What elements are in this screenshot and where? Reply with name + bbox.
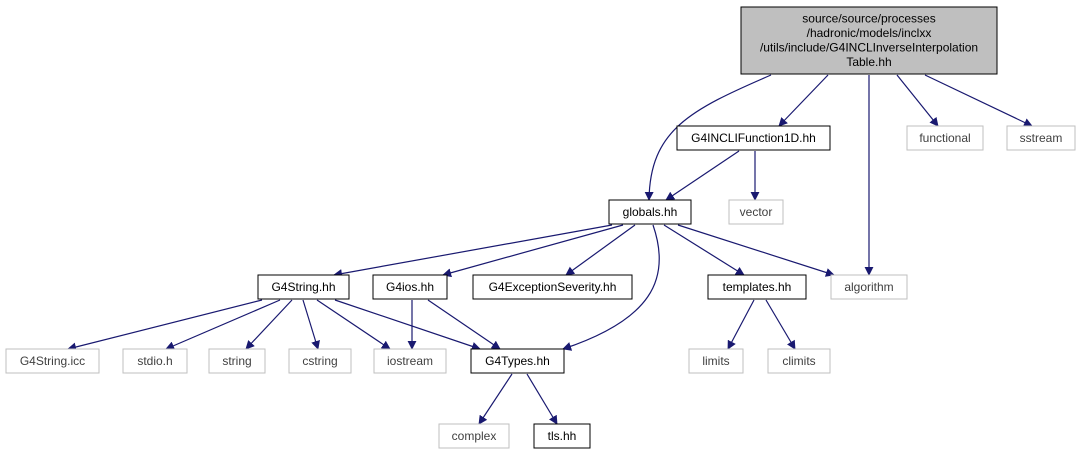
node-label-templates: templates.hh	[723, 280, 792, 294]
node-sstream: sstream	[1006, 125, 1076, 151]
node-box-limits	[688, 348, 744, 374]
node-label-g4stringicc: G4String.icc	[20, 354, 85, 368]
edge-globals-to-g4types	[562, 224, 660, 351]
edge-templates-to-limits	[727, 299, 755, 350]
node-functional: functional	[906, 125, 984, 151]
node-box-function1d	[676, 125, 831, 151]
node-label-g4string: G4String.hh	[271, 280, 335, 294]
node-box-g4types	[470, 348, 565, 374]
node-label-root: /hadronic/models/inclxx	[807, 26, 932, 40]
node-label-cstring: cstring	[302, 354, 337, 368]
edge-root-to-function1d	[778, 74, 829, 127]
node-g4ios[interactable]: G4ios.hh	[372, 274, 448, 300]
node-label-iostream: iostream	[387, 354, 433, 368]
node-box-g4string	[257, 274, 350, 300]
edge-g4types-to-tls	[526, 373, 558, 425]
edge-templates-to-climits	[765, 299, 796, 350]
node-label-sstream: sstream	[1020, 131, 1063, 145]
edge-g4string-to-g4types	[334, 299, 481, 351]
node-box-stdio	[122, 348, 188, 374]
node-box-complex	[438, 423, 510, 449]
edge-function1d-to-globals	[665, 150, 740, 201]
node-label-string: string	[222, 354, 251, 368]
edge-g4string-to-stdio	[165, 299, 281, 350]
node-g4types[interactable]: G4Types.hh	[470, 348, 565, 374]
edge-g4string-to-cstring	[302, 299, 320, 350]
node-limits: limits	[688, 348, 744, 374]
edge-root-to-functional	[896, 74, 939, 127]
edge-globals-to-g4string	[333, 224, 613, 278]
edge-g4string-to-iostream	[316, 299, 391, 350]
node-box-climits	[767, 348, 831, 374]
node-box-g4exceptionseverity	[472, 274, 633, 300]
node-label-function1d: G4INCLIFunction1D.hh	[691, 131, 816, 145]
node-label-limits: limits	[702, 354, 729, 368]
node-label-stdio: stdio.h	[137, 354, 172, 368]
node-label-root: /utils/include/G4INCLInverseInterpolatio…	[760, 41, 978, 55]
node-label-climits: climits	[782, 354, 815, 368]
node-string: string	[208, 348, 266, 374]
node-templates[interactable]: templates.hh	[707, 274, 807, 300]
node-stdio: stdio.h	[122, 348, 188, 374]
node-label-root: source/source/processes	[802, 12, 935, 26]
node-label-g4types: G4Types.hh	[485, 354, 550, 368]
edges-layer	[67, 74, 1033, 425]
node-g4exceptionseverity[interactable]: G4ExceptionSeverity.hh	[472, 274, 633, 300]
edge-root-to-sstream	[924, 74, 1033, 127]
edge-globals-to-templates	[663, 224, 745, 276]
node-label-globals: globals.hh	[623, 205, 678, 219]
edge-globals-to-algorithm	[677, 224, 835, 277]
node-complex: complex	[438, 423, 510, 449]
node-box-globals	[608, 199, 692, 225]
edge-g4string-to-string	[245, 299, 293, 350]
node-box-tls	[533, 423, 591, 449]
node-box-string	[208, 348, 266, 374]
node-box-root	[740, 6, 998, 75]
node-function1d[interactable]: G4INCLIFunction1D.hh	[676, 125, 831, 151]
node-box-g4stringicc	[5, 348, 100, 374]
node-label-root: Table.hh	[846, 55, 891, 69]
edge-g4ios-to-g4types	[427, 299, 501, 350]
node-label-g4ios: G4ios.hh	[386, 280, 434, 294]
node-vector: vector	[728, 199, 784, 225]
node-box-g4ios	[372, 274, 448, 300]
node-label-vector: vector	[740, 205, 773, 219]
edge-g4string-to-g4stringicc	[67, 299, 263, 352]
node-label-tls: tls.hh	[548, 429, 577, 443]
nodes-layer: source/source/processes/hadronic/models/…	[5, 6, 1076, 449]
edge-root-to-globals	[644, 74, 772, 201]
node-iostream: iostream	[373, 348, 447, 374]
node-box-vector	[728, 199, 784, 225]
node-cstring: cstring	[288, 348, 352, 374]
node-label-complex: complex	[452, 429, 497, 443]
node-box-iostream	[373, 348, 447, 374]
node-box-templates	[707, 274, 807, 300]
node-label-functional: functional	[919, 131, 970, 145]
edge-g4types-to-complex	[478, 373, 513, 425]
node-globals[interactable]: globals.hh	[608, 199, 692, 225]
node-box-functional	[906, 125, 984, 151]
node-tls[interactable]: tls.hh	[533, 423, 591, 449]
node-g4string[interactable]: G4String.hh	[257, 274, 350, 300]
node-algorithm: algorithm	[830, 274, 908, 300]
node-label-g4exceptionseverity: G4ExceptionSeverity.hh	[489, 280, 617, 294]
node-climits: climits	[767, 348, 831, 374]
edge-globals-to-g4exceptionseverity	[565, 224, 636, 276]
node-box-algorithm	[830, 274, 908, 300]
node-label-algorithm: algorithm	[844, 280, 893, 294]
node-root[interactable]: source/source/processes/hadronic/models/…	[740, 6, 998, 75]
node-g4stringicc: G4String.icc	[5, 348, 100, 374]
edge-globals-to-g4ios	[442, 224, 624, 278]
node-box-cstring	[288, 348, 352, 374]
node-box-sstream	[1006, 125, 1076, 151]
